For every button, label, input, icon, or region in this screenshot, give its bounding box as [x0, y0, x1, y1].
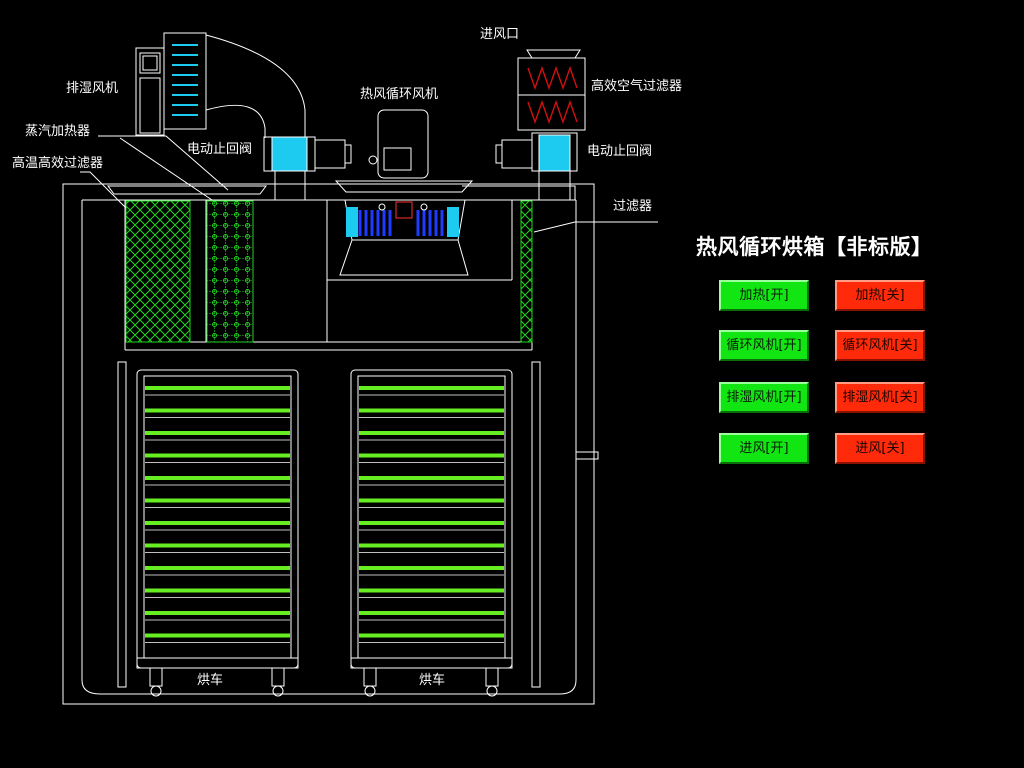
label-hepa-air: 高效空气过滤器: [591, 78, 682, 94]
heat-off-button[interactable]: 加热[关]: [835, 280, 925, 311]
drying-tray: [145, 431, 290, 435]
high-temp-hepa-filter: [125, 200, 191, 343]
drying-tray: [359, 408, 504, 413]
drying-tray: [145, 611, 290, 615]
label-hepa-high-temp: 高温高效过滤器: [12, 155, 103, 171]
electric-check-valve-left[interactable]: [263, 136, 352, 201]
cart-wheel: [363, 667, 377, 697]
drying-tray: [145, 566, 290, 570]
drying-tray: [145, 498, 290, 503]
label-steam-heater: 蒸汽加热器: [25, 124, 90, 139]
drying-tray: [359, 633, 504, 638]
drying-tray: [359, 431, 504, 435]
cart-wheel: [149, 667, 163, 697]
drying-tray: [145, 408, 290, 413]
drying-tray: [145, 453, 290, 458]
high-efficiency-air-filter: [517, 49, 586, 131]
exhaust-fan-off-button[interactable]: 排湿风机[关]: [835, 382, 925, 413]
label-cart-left: 烘车: [197, 672, 223, 688]
drying-tray: [359, 611, 504, 615]
drying-tray: [145, 386, 290, 390]
label-filter: 过滤器: [613, 199, 652, 214]
drying-tray: [145, 543, 290, 548]
circ-fan-off-button[interactable]: 循环风机[关]: [835, 330, 925, 361]
drying-tray: [145, 633, 290, 638]
page-title: 热风循环烘箱【非标版】: [696, 235, 933, 259]
electric-check-valve-right[interactable]: [495, 132, 578, 200]
door-handle[interactable]: [575, 451, 599, 460]
label-air-inlet: 进风口: [480, 27, 519, 42]
drying-cart-left[interactable]: [136, 369, 299, 697]
oven-body: [62, 183, 595, 705]
drying-tray: [359, 498, 504, 503]
drying-tray: [359, 566, 504, 570]
hot-air-circulation-fan[interactable]: [334, 109, 474, 276]
drying-tray: [145, 521, 290, 525]
cart-wheel: [271, 667, 285, 697]
exhaust-fan[interactable]: [135, 32, 306, 138]
label-exhaust-fan: 排湿风机: [66, 81, 118, 96]
drying-tray: [145, 588, 290, 593]
drying-tray: [359, 588, 504, 593]
drying-carts: [136, 369, 513, 697]
label-circulation-fan: 热风循环风机: [360, 87, 438, 102]
drying-tray: [359, 521, 504, 525]
drying-cart-right[interactable]: [350, 369, 513, 697]
steam-heater: [206, 200, 254, 343]
drying-tray: [359, 476, 504, 480]
circ-fan-on-button[interactable]: 循环风机[开]: [719, 330, 809, 361]
drying-tray: [359, 453, 504, 458]
cart-wheel: [485, 667, 499, 697]
heat-on-button[interactable]: 加热[开]: [719, 280, 809, 311]
air-inlet-off-button[interactable]: 进风[关]: [835, 433, 925, 464]
exhaust-fan-on-button[interactable]: 排湿风机[开]: [719, 382, 809, 413]
air-inlet-on-button[interactable]: 进风[开]: [719, 433, 809, 464]
label-cart-right: 烘车: [419, 672, 445, 688]
label-valve-right: 电动止回阀: [587, 144, 652, 159]
drying-tray: [145, 476, 290, 480]
label-valve-left: 电动止回阀: [187, 142, 252, 157]
drying-tray: [359, 543, 504, 548]
filter: [520, 200, 533, 343]
drying-tray: [359, 386, 504, 390]
